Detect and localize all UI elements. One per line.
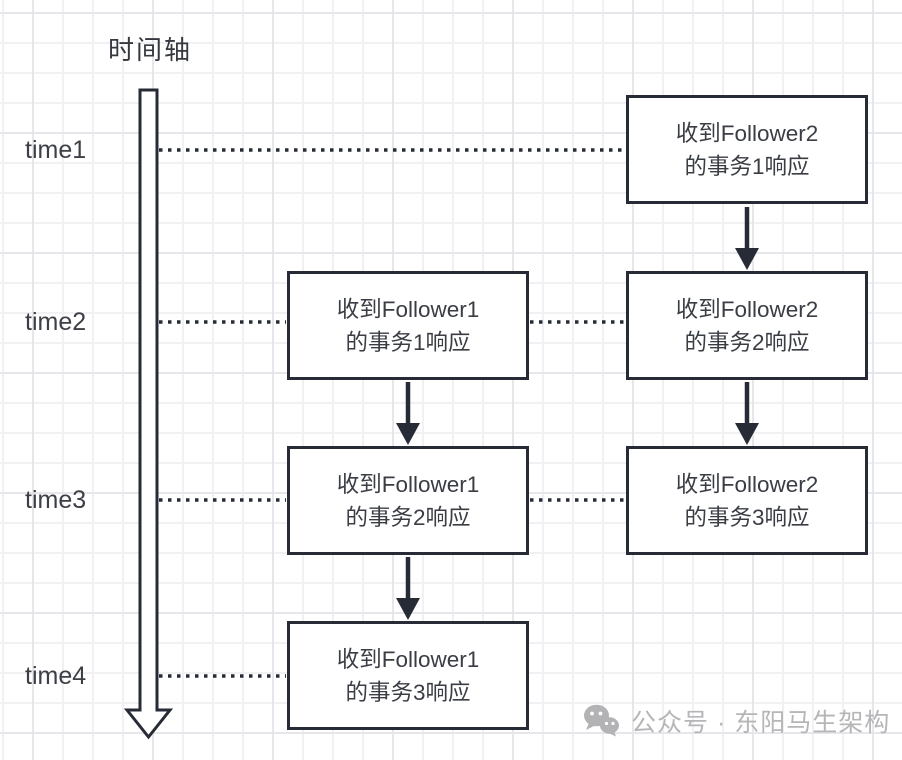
watermark: 公众号 · 东阳马生架构 [583,703,890,739]
axis-title: 时间轴 [108,35,193,65]
time-label-4: time4 [25,662,87,690]
node-follower2-txn3-response: 收到Follower2 的事务3响应 [626,446,868,555]
node-follower1-txn1-response: 收到Follower1 的事务1响应 [287,271,529,380]
node-follower1-txn3-response: 收到Follower1 的事务3响应 [287,621,529,730]
timeline-axis-arrow [123,88,174,740]
arrow-f2t2-to-f2t3 [735,382,759,445]
time-label-1: time1 [25,136,87,164]
wechat-icon [584,704,619,737]
time-label-3: time3 [25,486,87,514]
arrow-f1t2-to-f1t3 [396,557,420,620]
node-follower2-txn2-response: 收到Follower2 的事务2响应 [626,271,868,380]
watermark-text: 公众号 · 东阳马生架构 [631,709,891,737]
arrow-f1t1-to-f1t2 [396,382,420,445]
arrow-f2t1-to-f2t2 [735,207,759,270]
node-follower1-txn2-response: 收到Follower1 的事务2响应 [287,446,529,555]
node-follower2-txn1-response: 收到Follower2 的事务1响应 [626,95,868,204]
time-label-2: time2 [25,308,87,336]
